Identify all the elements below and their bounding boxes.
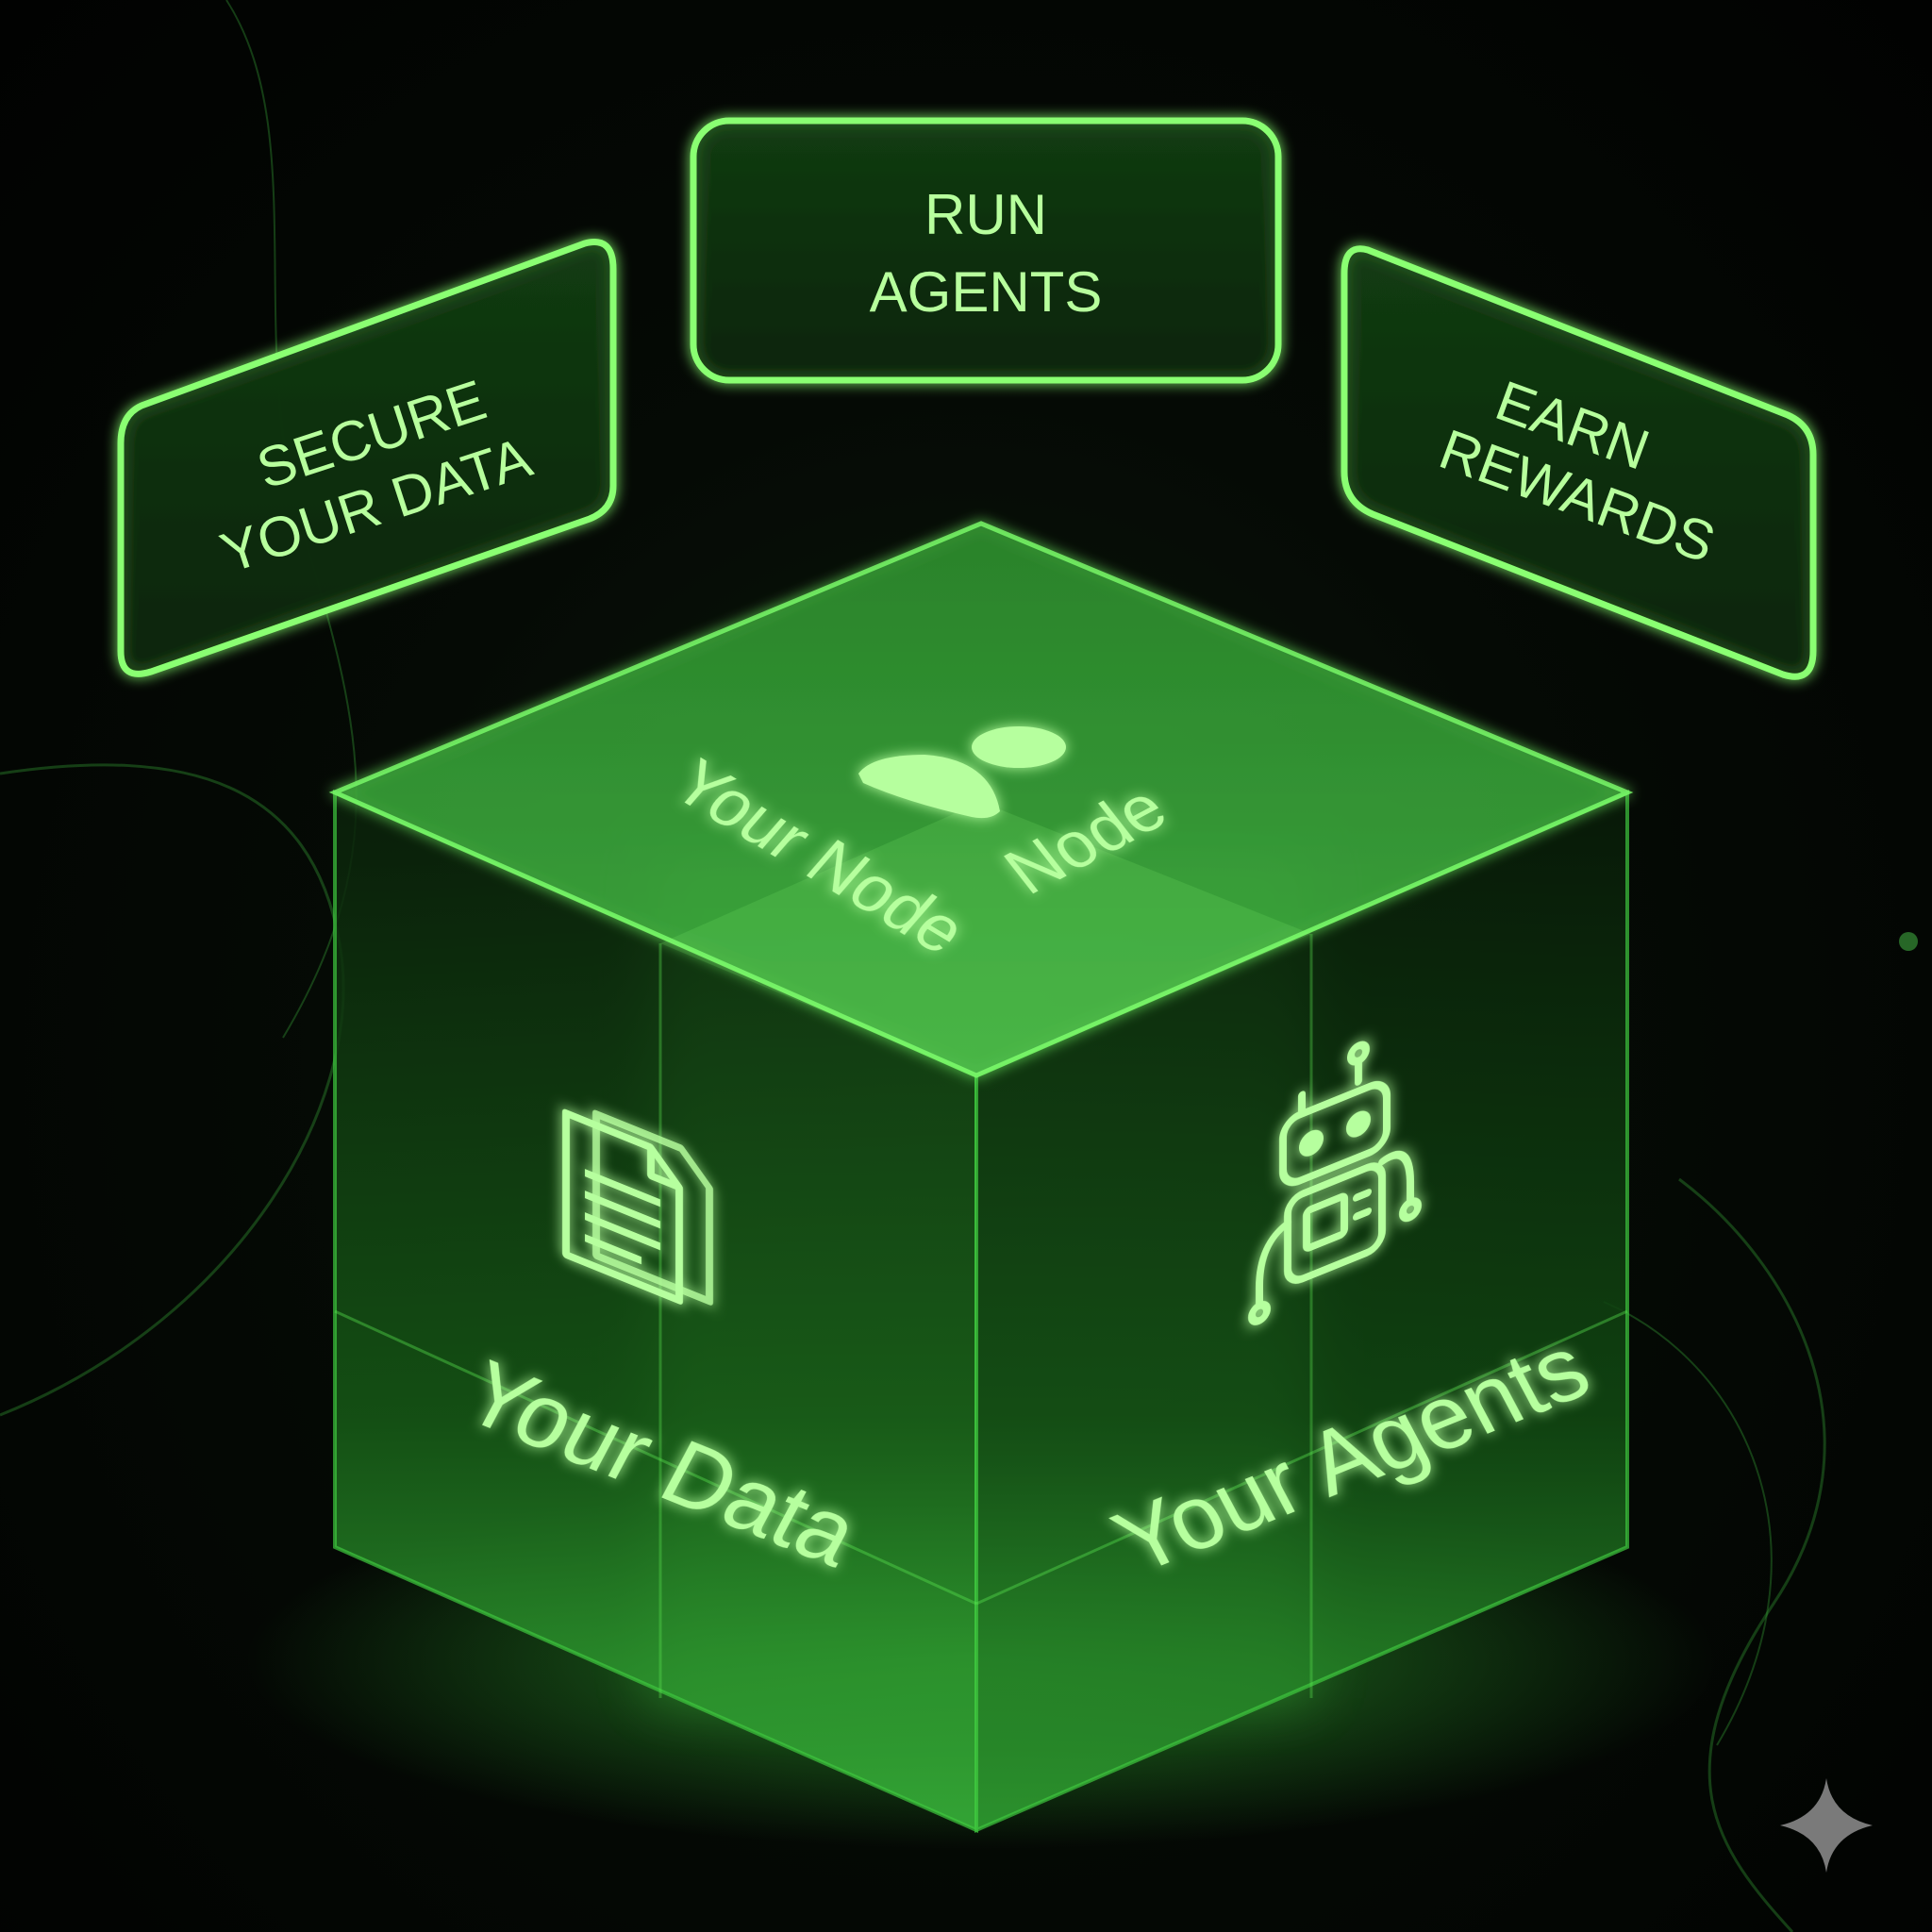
panel-center-line1: RUN bbox=[924, 183, 1047, 246]
panel-run-agents: RUN AGENTS bbox=[690, 117, 1282, 384]
robot-icon bbox=[1248, 1041, 1422, 1325]
panel-right-frame bbox=[1341, 245, 1817, 680]
panel-earn-rewards: EARN REWARDS bbox=[1341, 245, 1817, 680]
panel-center-line2: AGENTS bbox=[870, 260, 1103, 324]
panel-center-frame bbox=[690, 117, 1282, 384]
node-cube bbox=[328, 521, 1634, 1834]
panel-left-frame bbox=[117, 239, 617, 677]
document-icon bbox=[562, 1108, 713, 1306]
sparkle-icon bbox=[1780, 1778, 1873, 1873]
glow-dot bbox=[1899, 932, 1918, 951]
node-icon bbox=[858, 726, 1066, 819]
panel-secure-data: SECURE YOUR DATA bbox=[117, 239, 617, 677]
